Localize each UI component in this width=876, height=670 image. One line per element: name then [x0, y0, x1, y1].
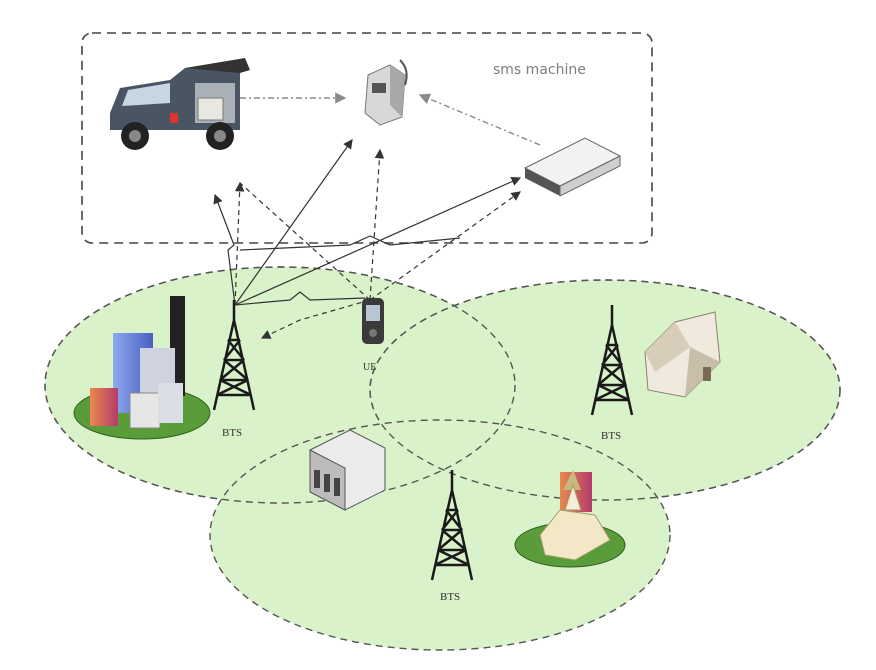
bts-tower-left [212, 300, 256, 411]
modem-box-icon [523, 137, 622, 197]
sms-machine-device-icon [364, 59, 408, 126]
connection-lines [213, 92, 541, 339]
house-icon [644, 311, 721, 398]
sms-machine-label: sms machine [493, 62, 586, 78]
bts-label-left: BTS [222, 427, 242, 439]
building-block-icon [309, 429, 386, 511]
church-icon [514, 470, 626, 568]
sms-machine-boundary [81, 32, 653, 244]
bts-label-bottom: BTS [440, 591, 460, 603]
suv-car-icon [110, 58, 250, 150]
mobile-phone-icon [362, 298, 384, 344]
ue-label: UE [363, 362, 376, 373]
bts-tower-right [590, 305, 634, 416]
bts-label-right: BTS [601, 430, 621, 442]
bts-tower-bottom [430, 470, 474, 581]
city-buildings-icon [73, 296, 211, 440]
